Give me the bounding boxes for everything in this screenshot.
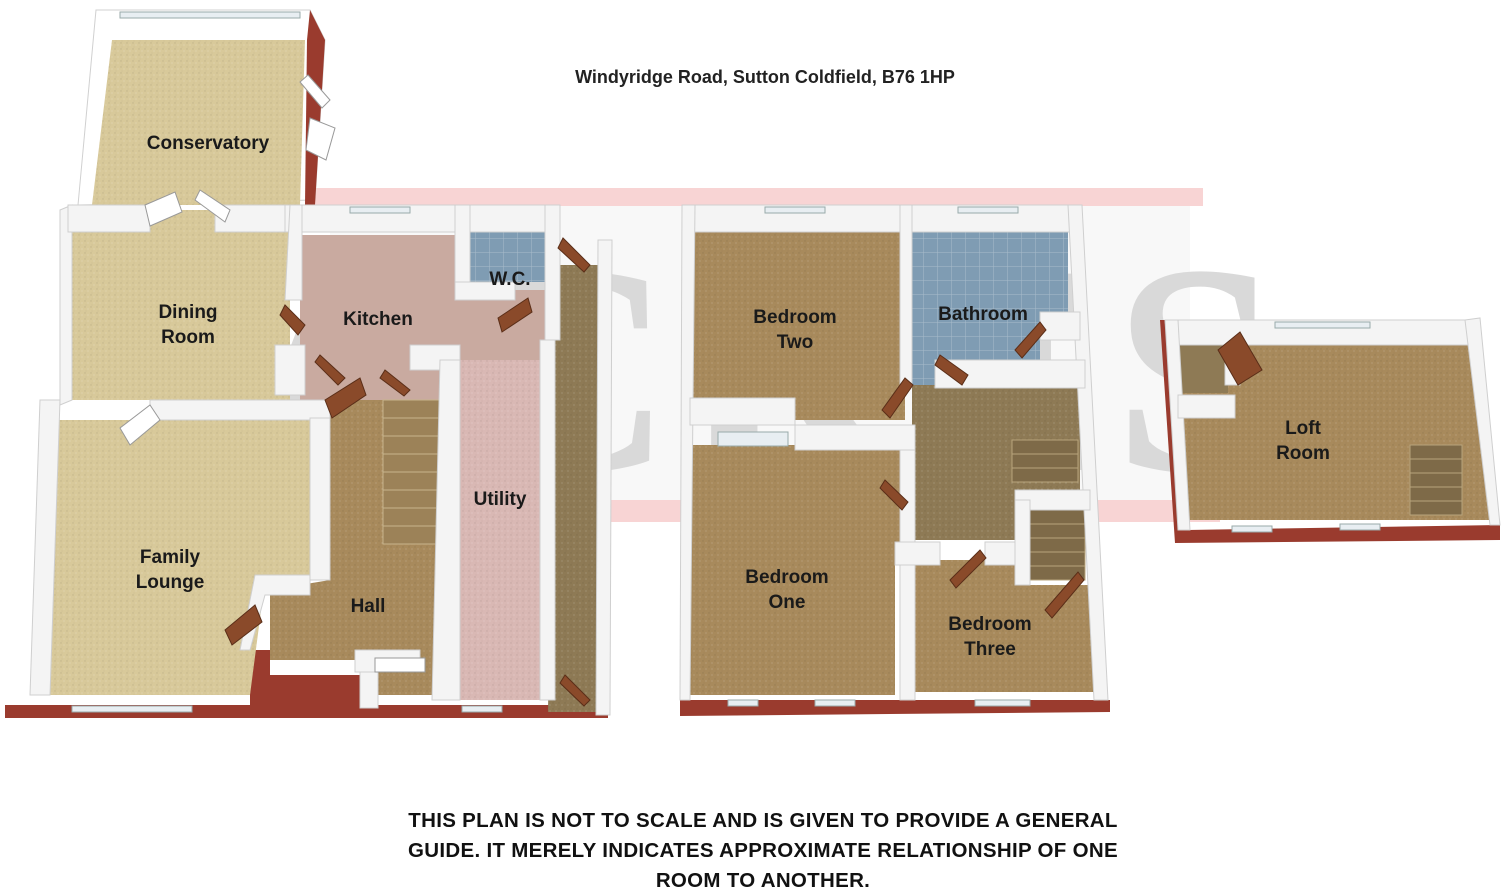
ground-floor-brick-base [5,650,608,718]
kitchen-floor [300,235,545,400]
disclaimer-line: THIS PLAN IS NOT TO SCALE AND IS GIVEN T… [408,809,1118,832]
property-address: Windyridge Road, Sutton Coldfield, B76 1… [575,67,955,87]
label-hall: Hall [351,596,386,617]
loft-floor-level [1160,317,1501,543]
ground-floor-doors [224,237,591,707]
conservatory-doors [119,74,426,673]
loft-door [1217,331,1263,386]
ground-floor [5,9,613,718]
ground-floor-windows [71,11,503,713]
loft-stairs [1409,444,1463,516]
disclaimer-line: ROOM TO ANOTHER. [655,869,871,892]
first-floor-windows [717,206,1031,707]
label-wc: W.C. [489,269,530,290]
disclaimer-line: GUIDE. IT MERELY INDICATES APPROXIMATE R… [408,839,1118,862]
first-floor-doors [879,321,1085,619]
label-kitchen: Kitchen [343,309,413,330]
wc-floor [470,232,550,282]
loft-windows [1231,321,1381,533]
disclaimer: THIS PLAN IS NOT TO SCALE AND IS GIVEN T… [363,806,1163,896]
label-utility: Utility [474,489,527,510]
conservatory-brick-side [305,10,325,205]
label-conservatory: Conservatory [147,133,270,154]
label-bathroom: Bathroom [938,304,1028,325]
ground-floor-walls [29,204,613,716]
hall-stairs [382,399,442,545]
first-floor [679,204,1110,716]
